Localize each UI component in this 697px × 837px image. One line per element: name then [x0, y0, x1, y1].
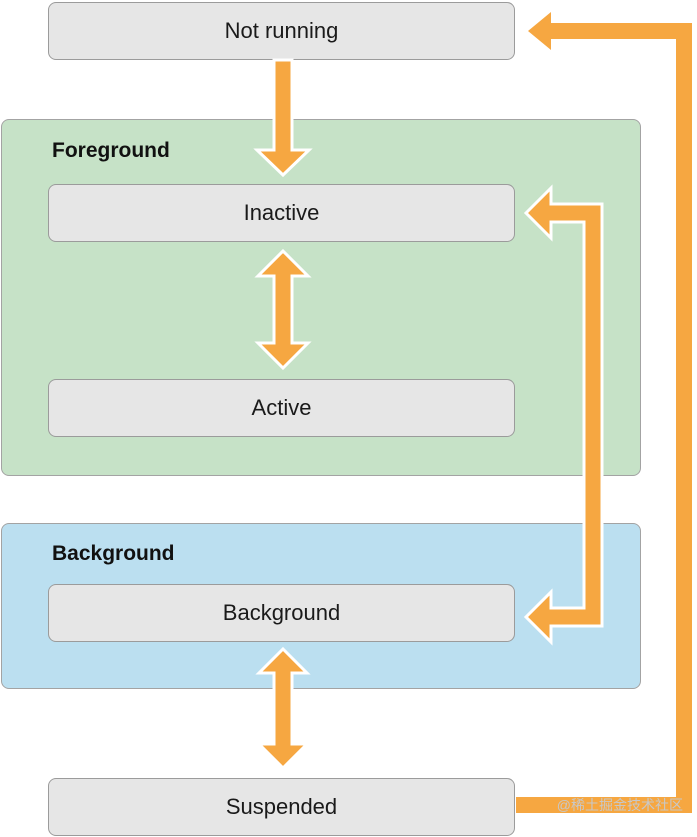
- watermark-text: @稀土掘金技术社区: [556, 797, 683, 813]
- foreground-region-title: Foreground: [52, 139, 170, 162]
- background-region-title: Background: [52, 542, 175, 565]
- state-active: Active: [48, 379, 515, 437]
- state-suspended: Suspended: [48, 778, 515, 836]
- state-inactive: Inactive: [48, 184, 515, 242]
- state-not-running: Not running: [48, 2, 515, 60]
- state-background: Background: [48, 584, 515, 642]
